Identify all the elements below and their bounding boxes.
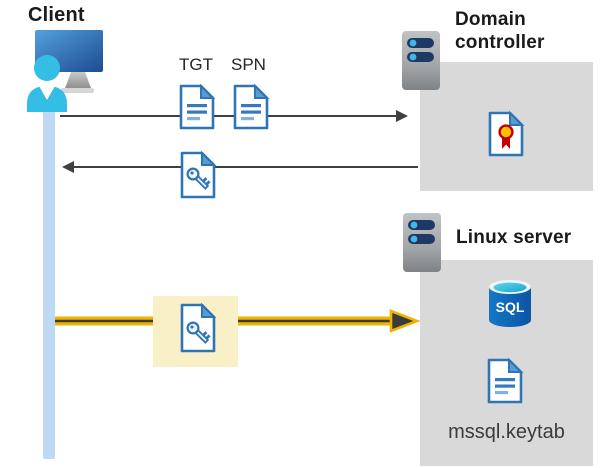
key-glyph <box>186 321 211 344</box>
ticket-key-document-icon <box>180 150 217 199</box>
client-label: Client <box>28 4 85 26</box>
client-timeline-bar <box>43 86 55 459</box>
key-glyph <box>186 167 211 190</box>
tgt-document-icon <box>179 83 216 130</box>
linux-server-title: Linux server <box>456 227 572 248</box>
spn-label: SPN <box>231 55 266 74</box>
highlighted-key-document-icon <box>180 302 217 353</box>
sql-label: SQL <box>496 299 525 315</box>
client-icon <box>27 30 103 112</box>
response-arrow <box>62 161 418 173</box>
dc-server-icon <box>402 31 440 90</box>
linux-server-icon <box>403 213 441 272</box>
keytab-document-icon <box>487 357 524 404</box>
keytab-label: mssql.keytab <box>448 421 565 443</box>
domain-controller-title: Domain controller <box>455 9 545 53</box>
sql-database-icon: SQL <box>489 280 531 327</box>
certificate-icon <box>488 110 525 157</box>
request-arrow <box>60 110 408 122</box>
tgt-label: TGT <box>179 55 213 74</box>
spn-document-icon <box>233 83 270 130</box>
person-icon <box>27 55 67 112</box>
